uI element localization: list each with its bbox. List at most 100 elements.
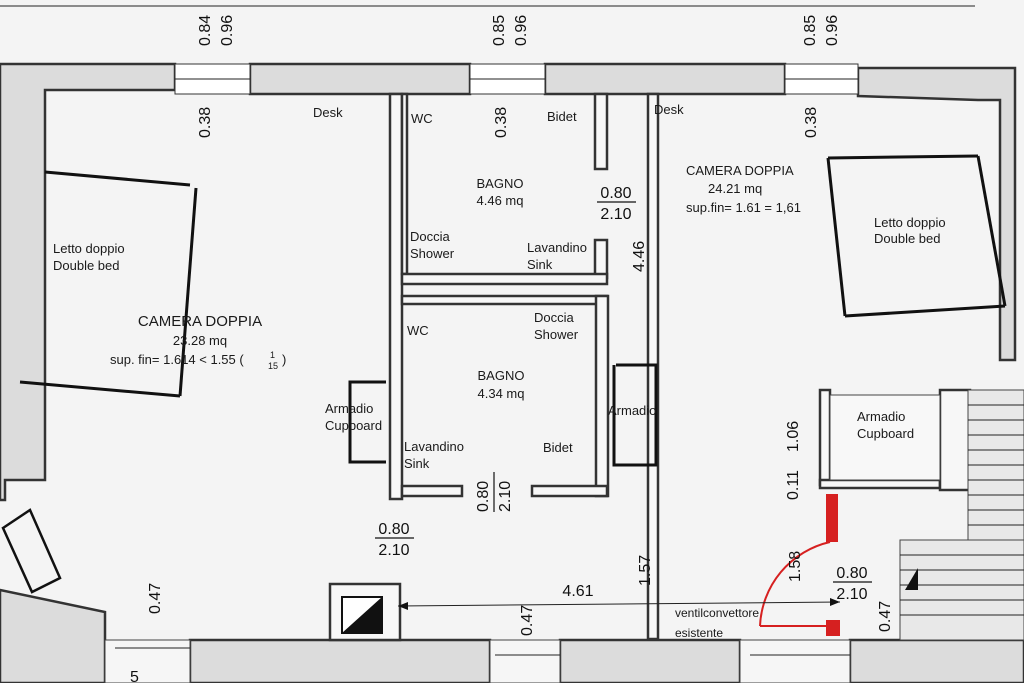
door-entry-width: 0.80 <box>836 565 867 582</box>
cupboards <box>348 363 941 481</box>
left-room-frac-den: 15 <box>268 361 278 371</box>
wall-bath-bottom-east <box>594 294 610 498</box>
ventil-label-2: esistente <box>675 626 723 640</box>
armadio-right-label: Armadio <box>857 409 905 424</box>
dim-106: 1.06 <box>785 421 802 452</box>
left-room-title: CAMERA DOPPIA <box>138 313 262 330</box>
left-room-sup: sup. fin= 1.614 < 1.55 ( <box>110 352 244 367</box>
bed-left-top <box>44 170 191 187</box>
sill-mid: 0.47 <box>519 605 536 636</box>
door-top-bath-width: 0.80 <box>600 185 631 202</box>
win1-dim-a: 0.84 <box>197 15 214 46</box>
bed-right-top <box>827 154 979 160</box>
radiator-left <box>1 508 62 594</box>
other-dimensions: 4.46 4.61 1.57 1.58 1.06 0.11 0.47 0.47 … <box>130 241 894 683</box>
bed-left-label-2: Double bed <box>53 258 120 273</box>
wall-bottom-mid <box>188 638 492 683</box>
right-room-sup: sup.fin= 1.61 = 1,61 <box>686 200 801 215</box>
door-bottom-bath-width: 0.80 <box>475 481 492 512</box>
corridor-width: 4.61 <box>562 583 593 600</box>
wall-top-segment-2 <box>248 62 472 96</box>
entry-door-swing <box>759 541 831 627</box>
wall-top-right <box>856 66 1017 362</box>
window-bottom-right <box>739 639 851 683</box>
entry-door-jamb-top <box>826 494 838 542</box>
armadio-left-label: Armadio <box>325 401 373 416</box>
bed-left-label-1: Letto doppio <box>53 241 125 256</box>
right-room-title: CAMERA DOPPIA <box>686 163 794 178</box>
bottom-dim-5: 5 <box>130 669 139 683</box>
wall-bath-top-bottom <box>400 272 609 286</box>
door-top-bath-height: 2.10 <box>600 206 631 223</box>
windows-bottom <box>104 639 851 683</box>
lavandino-bottom-label: Lavandino <box>404 439 464 454</box>
cupboard-left <box>348 380 386 464</box>
wall-left-room-east <box>388 92 404 501</box>
sill-right: 0.47 <box>877 601 894 632</box>
win2-dim-b: 0.96 <box>513 15 530 46</box>
cupboard-right-label: Cupboard <box>857 426 914 441</box>
armadio-mid-label: Armadio <box>608 403 656 418</box>
door-entry-height: 2.10 <box>836 586 867 603</box>
cupboard-left-label: Cupboard <box>325 418 382 433</box>
desk-right-label: Desk <box>654 102 684 117</box>
win1-dim-b: 0.96 <box>219 15 236 46</box>
wall-cupboard-right-west <box>818 388 832 487</box>
stairs-lower <box>899 539 1024 641</box>
bath-bottom-area: 4.34 mq <box>478 386 525 401</box>
dim-157: 1.57 <box>637 555 654 586</box>
bidet-bottom-label: Bidet <box>543 440 573 455</box>
bed-left-right <box>178 187 198 397</box>
right-room-area: 24.21 mq <box>708 181 762 196</box>
corridor-length: 4.46 <box>631 241 648 272</box>
lavandino-top-label: Lavandino <box>527 240 587 255</box>
wall-bottom-left <box>0 588 107 683</box>
win2-dim-a: 0.85 <box>491 15 508 46</box>
wall-stair-west <box>938 388 972 492</box>
window-dimensions: 0.84 0.96 0.38 0.85 0.96 0.38 0.85 0.96 … <box>197 15 841 138</box>
doccia-top-label: Doccia <box>410 229 451 244</box>
desk-left-label: Desk <box>313 105 343 120</box>
bath-bottom-title: BAGNO <box>478 368 525 383</box>
dim-011: 0.11 <box>785 470 802 500</box>
entry-door <box>759 494 840 636</box>
wall-bottom-far-right <box>848 638 1024 683</box>
beds <box>19 154 1007 398</box>
win3-dim-c: 0.38 <box>803 107 820 138</box>
bed-right-label-2: Double bed <box>874 231 941 246</box>
left-room-area: 23.28 mq <box>173 333 227 348</box>
win2-dim-c: 0.38 <box>493 107 510 138</box>
wall-bath-top-east-upper <box>593 92 609 171</box>
wall-bottom-right <box>558 638 742 683</box>
cupboard-mid <box>612 363 658 467</box>
win3-dim-b: 0.96 <box>824 15 841 46</box>
doccia-bottom-label: Doccia <box>534 310 575 325</box>
cupboard-right <box>829 394 941 481</box>
wall-bath-bottom-top <box>400 294 609 306</box>
bath-top-area: 4.46 mq <box>477 193 524 208</box>
win1-dim-c: 0.38 <box>197 107 214 138</box>
shaft-icon <box>342 597 382 633</box>
window-bottom-left <box>104 639 191 683</box>
windows-top <box>174 63 859 95</box>
sink-top-label: Sink <box>527 257 553 272</box>
door-dimensions: 0.80 2.10 0.80 2.10 0.80 2.10 0.80 2.10 <box>375 185 872 603</box>
bed-right-left <box>826 157 847 317</box>
corridor-dimension-line <box>397 601 841 607</box>
stair-arrow-icon <box>905 568 918 590</box>
wc-bottom-label: WC <box>407 323 429 338</box>
win3-dim-a: 0.85 <box>802 15 819 46</box>
bath-top-title: BAGNO <box>477 176 524 191</box>
bed-right-label-1: Letto doppio <box>874 215 946 230</box>
left-room-frac-num: 1 <box>270 350 275 360</box>
sink-bottom-label: Sink <box>404 456 430 471</box>
door-left-width: 0.80 <box>378 521 409 538</box>
window-bottom-mid <box>489 639 561 683</box>
stairs <box>899 389 1024 641</box>
left-room-sup-close: ) <box>282 352 286 367</box>
door-left-height: 2.10 <box>378 542 409 559</box>
wall-cupboard-right-south <box>818 478 942 490</box>
shower-top-label: Shower <box>410 246 455 261</box>
